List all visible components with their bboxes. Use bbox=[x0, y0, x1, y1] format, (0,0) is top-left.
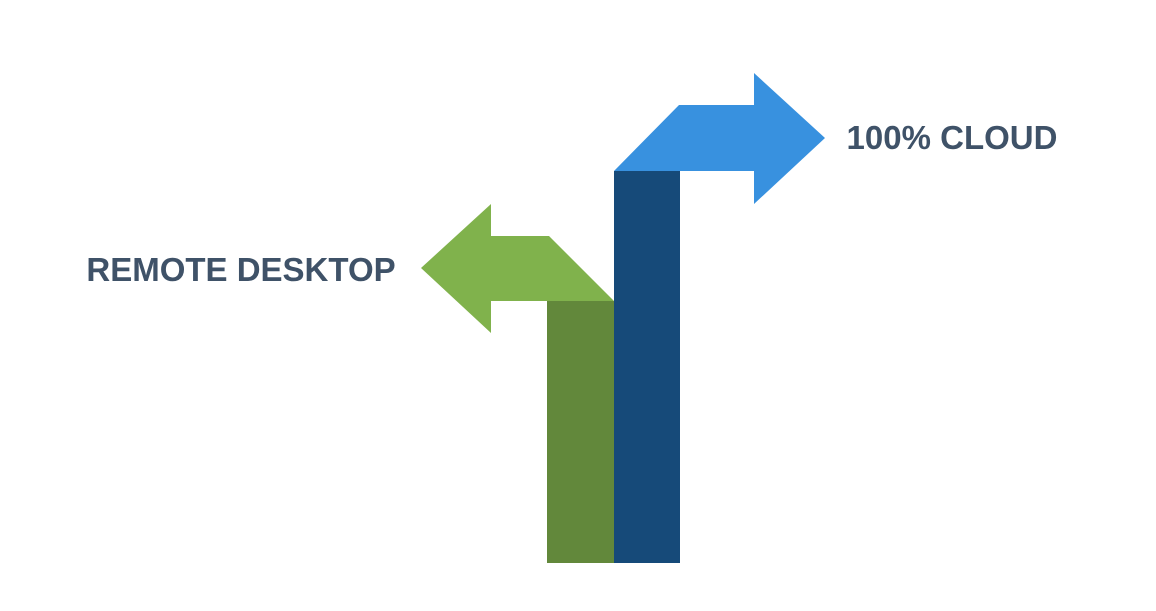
blue-stem bbox=[614, 171, 680, 563]
remote-desktop-label: REMOTE DESKTOP bbox=[86, 251, 395, 288]
cloud-label: 100% CLOUD bbox=[847, 119, 1058, 156]
blue-right-arrow bbox=[614, 73, 825, 204]
green-left-arrow bbox=[421, 204, 614, 333]
green-stem bbox=[547, 301, 614, 563]
